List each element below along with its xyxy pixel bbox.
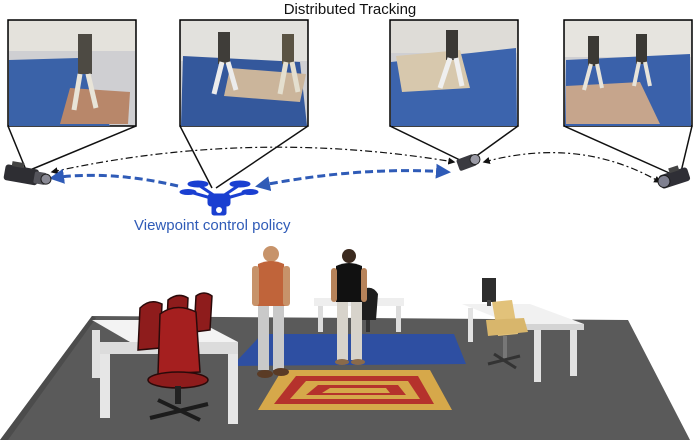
figure-title: Distributed Tracking: [283, 1, 417, 18]
right-desk: [462, 278, 584, 382]
policy-label: Viewpoint control policy: [134, 217, 291, 234]
drone-icon: [179, 180, 259, 216]
simulated-room: [0, 246, 690, 440]
camera-view-3: [389, 19, 519, 127]
camera-view-1: [7, 19, 137, 127]
office-chair: [137, 292, 213, 422]
wooden-chair: [486, 300, 528, 370]
patterned-rug: [258, 370, 452, 410]
video-camera-icon: [456, 153, 481, 171]
view-frustum-lines: [7, 125, 693, 189]
avatar-person-1: [252, 246, 290, 378]
blue-carpet: [232, 334, 466, 366]
camera-view-2: [179, 19, 309, 127]
communication-links: [50, 146, 662, 183]
video-camera-icon: [3, 161, 52, 186]
video-camera-icon: [657, 165, 691, 189]
policy-links: [49, 163, 451, 192]
avatar-person-2: [331, 249, 367, 365]
camera-view-4: [563, 19, 693, 127]
